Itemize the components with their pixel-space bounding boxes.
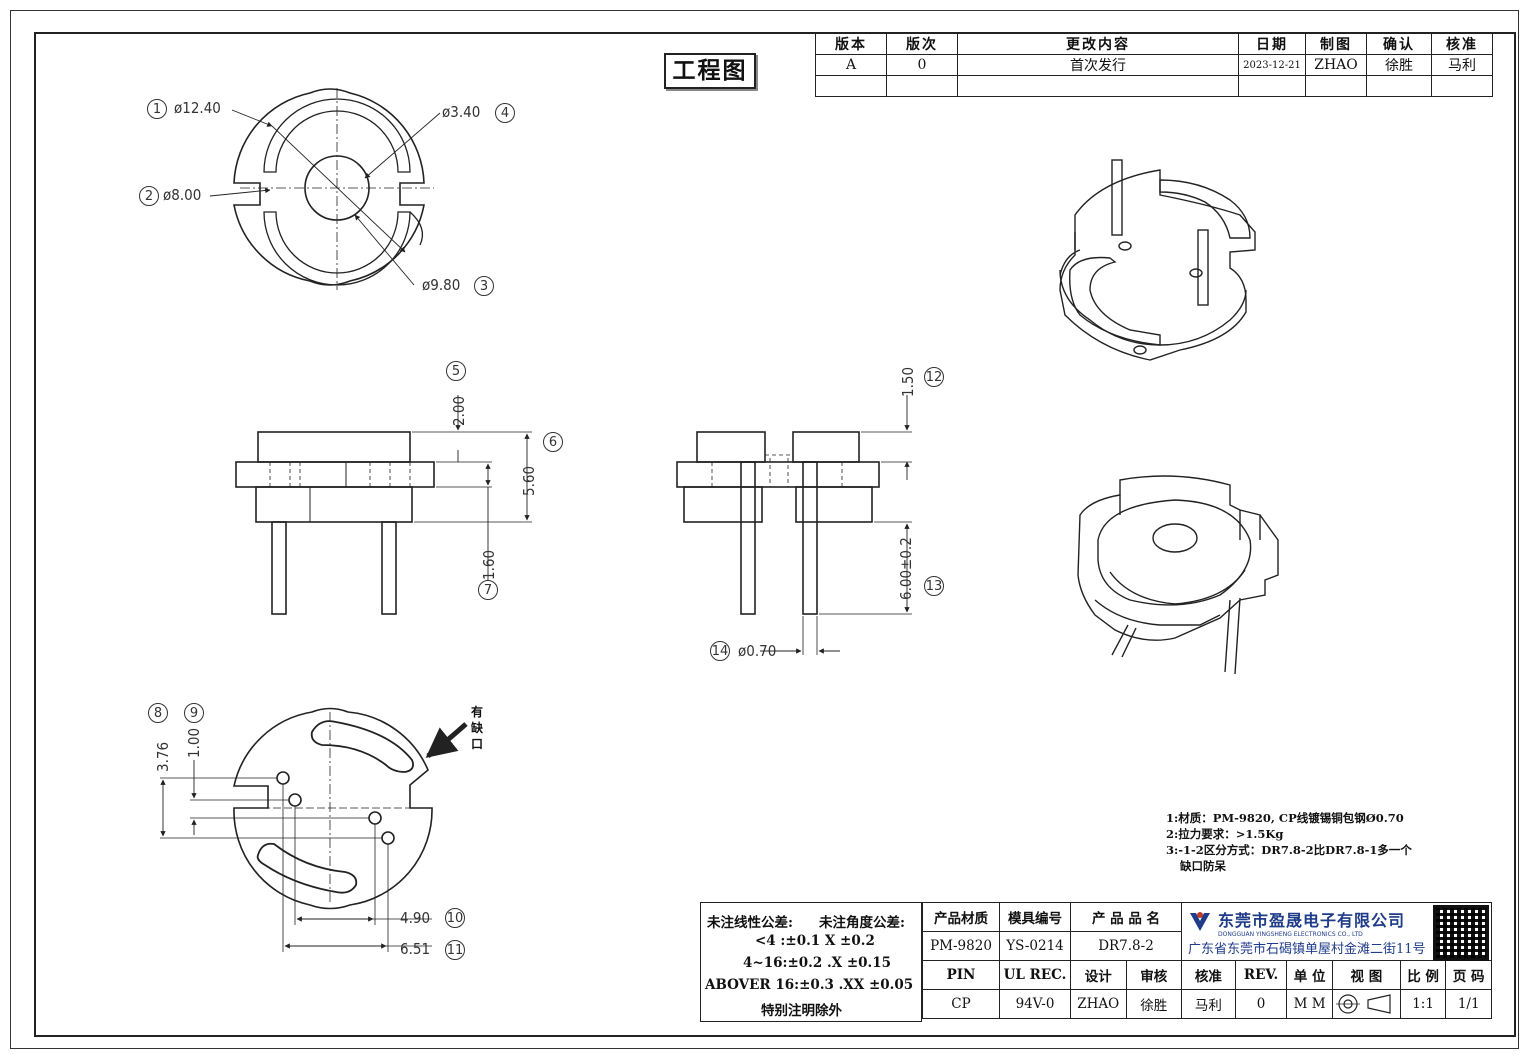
revision-table: 版本 版次 更改内容 日期 制图 确认 核准 A 0 首次发行 2023-12-… <box>815 33 1493 97</box>
mold-value: YS-0214 <box>999 931 1071 961</box>
tolerance-row: ABOVER 16:±0.3 .XX ±0.05 <box>705 977 914 993</box>
iso-view-bottom <box>1077 475 1279 675</box>
callout-10: 10 <box>445 908 465 928</box>
iso-view-top <box>1059 159 1256 361</box>
inner-frame <box>34 32 1516 1037</box>
dim-1-50: 1.50 <box>899 366 917 397</box>
title-block: 产品材质 模具编号 产 品 品 名 东莞市盈晟电子有限公司 DONGGUAN Y… <box>922 902 1492 1019</box>
notch-note: 有 缺 口 <box>470 704 484 752</box>
dim-6-00: 6.00±0.2 <box>897 537 915 600</box>
technical-notes: 1:材质：PM-9820, CP线镀锡铜包钢Ø0.70 2:拉力要求：>1.5K… <box>1166 810 1412 874</box>
review-value: 徐胜 <box>1125 989 1182 1019</box>
angle-tolerance-title: 未注角度公差: <box>819 915 905 931</box>
company-name-en: DONGGUAN YINGSHENG ELECTRONICS CO., LTD <box>1218 930 1363 938</box>
design-value: ZHAO <box>1070 989 1127 1019</box>
revision-header-row: 版本 版次 更改内容 日期 制图 确认 核准 <box>815 33 1493 55</box>
note-line: 2:拉力要求：>1.5Kg <box>1166 827 1284 841</box>
rev-cell <box>1431 75 1493 97</box>
tolerance-footer: 特别注明除外 <box>761 1003 842 1019</box>
company-name: 东莞市盈晟电子有限公司 <box>1218 910 1406 930</box>
callout-14: 14 <box>710 641 730 661</box>
pin-value: CP <box>922 989 1000 1019</box>
title-block-row: PIN UL REC. 设计 审核 核准 REV. 单 位 视 图 比 例 页 … <box>922 960 1492 990</box>
pin-label: PIN <box>922 960 1000 990</box>
callout-13: 13 <box>924 576 944 596</box>
title-block-row: CP 94V-0 ZHAO 徐胜 马利 0 M M 1:1 1/1 <box>922 989 1492 1019</box>
callout-7: 7 <box>478 580 498 600</box>
callout-12: 12 <box>924 367 944 387</box>
rev-header-approve: 核准 <box>1431 33 1493 55</box>
tolerance-row: <4 :±0.1 X ±0.2 <box>755 933 875 949</box>
qr-code-icon <box>1433 905 1489 961</box>
dim-pin-diameter: ø0.70 <box>738 642 777 660</box>
view-label: 视 图 <box>1331 960 1401 990</box>
top-view <box>209 88 441 290</box>
notch-note-char: 有 <box>470 705 483 719</box>
rev-header-version: 版本 <box>815 33 887 55</box>
bottom-view <box>160 707 468 952</box>
callout-3: 3 <box>474 276 494 296</box>
dim-diameter-9-80: ø9.80 <box>422 276 461 294</box>
notch-note-char: 口 <box>470 737 483 751</box>
tolerance-block: 未注线性公差: 未注角度公差: <4 :±0.1 X ±0.2 4~16:±0.… <box>700 902 922 1022</box>
company-block: 东莞市盈晟电子有限公司 DONGGUAN YINGSHENG ELECTRONI… <box>1181 902 1492 961</box>
rev-value: 0 <box>1234 989 1288 1019</box>
material-label: 产品材质 <box>922 902 1000 932</box>
material-value: PM-9820 <box>922 931 1000 961</box>
rev-header-edition: 版次 <box>886 33 958 55</box>
callout-4: 4 <box>495 103 515 123</box>
title-block-row: 产品材质 模具编号 产 品 品 名 东莞市盈晟电子有限公司 DONGGUAN Y… <box>922 902 1492 961</box>
dim-diameter-3-40: ø3.40 <box>442 103 481 121</box>
callout-8: 8 <box>148 703 168 723</box>
callout-9: 9 <box>184 703 204 723</box>
ul-label: UL REC. <box>999 960 1071 990</box>
ul-value: 94V-0 <box>999 989 1071 1019</box>
page-value: 1/1 <box>1445 989 1492 1019</box>
callout-5: 5 <box>446 361 466 381</box>
dim-6-51: 6.51 <box>400 940 431 958</box>
approve-value: 马利 <box>1181 989 1236 1019</box>
revision-row-empty <box>815 75 1493 97</box>
approve-label: 核准 <box>1181 960 1236 990</box>
dim-diameter-12-40: ø12.40 <box>174 99 221 117</box>
scale-value: 1:1 <box>1399 989 1447 1019</box>
drawing-title: 工程图 <box>664 53 756 89</box>
company-logo <box>1188 909 1212 933</box>
unit-value: M M <box>1286 989 1333 1019</box>
scale-label: 比 例 <box>1399 960 1447 990</box>
product-value: DR7.8-2 <box>1070 931 1182 961</box>
callout-11: 11 <box>445 940 465 960</box>
note-line: 缺口防呆 <box>1180 859 1226 873</box>
rev-label: REV. <box>1234 960 1288 990</box>
tolerance-row: 4~16:±0.2 .X ±0.15 <box>743 955 892 971</box>
title-block-row: PM-9820 YS-0214 DR7.8-2 <box>922 931 1492 961</box>
callout-2: 2 <box>139 186 159 206</box>
product-label: 产 品 品 名 <box>1070 902 1182 932</box>
mold-label: 模具编号 <box>999 902 1071 932</box>
dim-3-76: 3.76 <box>154 741 172 772</box>
page-label: 页 码 <box>1445 960 1492 990</box>
dim-1-00: 1.00 <box>185 727 203 758</box>
design-label: 设计 <box>1070 960 1127 990</box>
callout-1: 1 <box>147 99 167 119</box>
dim-2-00: 2.00 <box>450 395 468 426</box>
outer-frame <box>10 10 1519 1049</box>
dim-4-90: 4.90 <box>400 909 431 927</box>
notch-note-char: 缺 <box>470 721 483 735</box>
review-label: 审核 <box>1125 960 1182 990</box>
dim-1-60: 1.60 <box>480 549 498 580</box>
side-view <box>676 395 912 655</box>
dim-5-60: 5.60 <box>520 465 538 496</box>
linear-tolerance-title: 未注线性公差: <box>707 915 793 931</box>
dim-diameter-8-00: ø8.00 <box>163 186 202 204</box>
note-line: 1:材质：PM-9820, CP线镀锡铜包钢Ø0.70 <box>1166 811 1404 825</box>
front-view <box>235 395 532 615</box>
note-line: 3:-1-2区分方式：DR7.8-2比DR7.8-1多一个 <box>1166 843 1412 857</box>
unit-label: 单 位 <box>1286 960 1333 990</box>
projection-symbol-icon <box>1331 989 1401 1019</box>
company-address: 广东省东莞市石碣镇单屋村金滩二街11号 <box>1188 941 1426 957</box>
callout-6: 6 <box>543 432 563 452</box>
